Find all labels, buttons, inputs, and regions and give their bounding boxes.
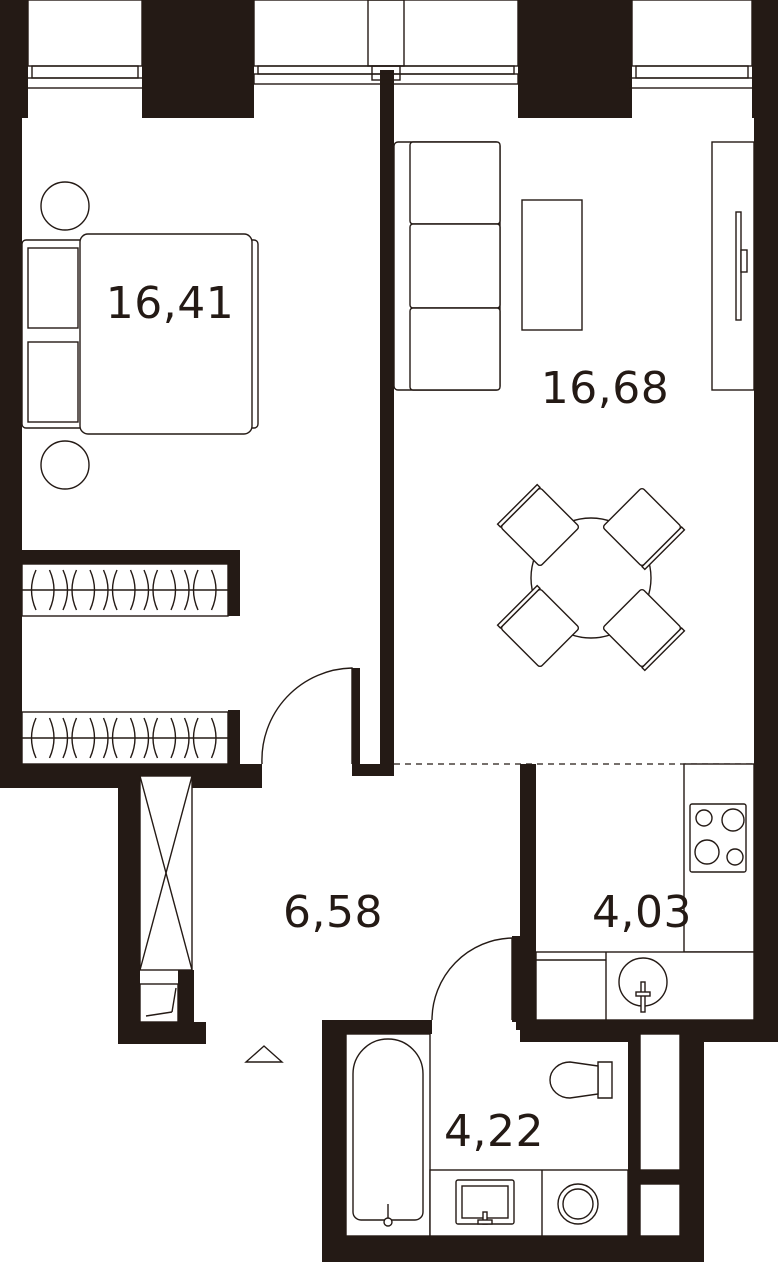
hanger	[192, 569, 199, 611]
hanger	[129, 569, 136, 611]
nightstand-lamp-top	[40, 181, 90, 231]
kitchen-sink-icon	[618, 957, 668, 1013]
hanger	[183, 717, 190, 759]
entrance-marker	[244, 1045, 284, 1063]
hanger	[71, 717, 78, 759]
hanger	[129, 717, 136, 759]
hanger	[71, 569, 78, 611]
hallway-area-label: 6,58	[283, 887, 383, 938]
hanger	[210, 569, 217, 611]
hanger	[210, 717, 217, 759]
tv-stand	[711, 141, 755, 391]
nightstand-lamp-bottom	[40, 440, 90, 490]
hanger	[102, 717, 109, 759]
sofa	[393, 141, 501, 391]
shaft	[639, 1033, 681, 1237]
hanger	[152, 569, 159, 611]
stove-icon	[689, 803, 747, 873]
washing-machine-icon	[557, 1183, 599, 1225]
washbasin-icon	[455, 1179, 515, 1225]
hanger	[62, 569, 69, 611]
coffee-table	[521, 199, 583, 331]
hanger	[89, 569, 96, 611]
hanger	[48, 569, 55, 611]
hanger	[111, 569, 118, 611]
kitchen-area-label: 4,03	[592, 887, 692, 938]
bathroom-area-label: 4,22	[444, 1106, 544, 1157]
toilet-icon	[549, 1061, 613, 1099]
hanger	[143, 717, 150, 759]
hangers	[30, 569, 217, 759]
living-area-label: 16,68	[541, 363, 669, 414]
hanger	[62, 717, 69, 759]
hanger	[183, 569, 190, 611]
hall-closet	[139, 775, 193, 1023]
hanger	[102, 569, 109, 611]
bathroom-door	[431, 937, 513, 1021]
dining-set	[496, 483, 686, 672]
bedroom-area-label: 16,41	[106, 278, 234, 329]
hanger	[89, 717, 96, 759]
bed	[21, 233, 259, 435]
hanger	[170, 717, 177, 759]
hanger	[143, 569, 150, 611]
windows	[25, 0, 755, 89]
hanger	[30, 717, 37, 759]
hanger	[111, 717, 118, 759]
hanger	[152, 717, 159, 759]
hanger	[170, 569, 177, 611]
hanger	[192, 717, 199, 759]
hanger	[48, 717, 55, 759]
bathtub-icon	[345, 1033, 431, 1237]
hanger	[30, 569, 37, 611]
bedroom-door	[261, 667, 353, 765]
